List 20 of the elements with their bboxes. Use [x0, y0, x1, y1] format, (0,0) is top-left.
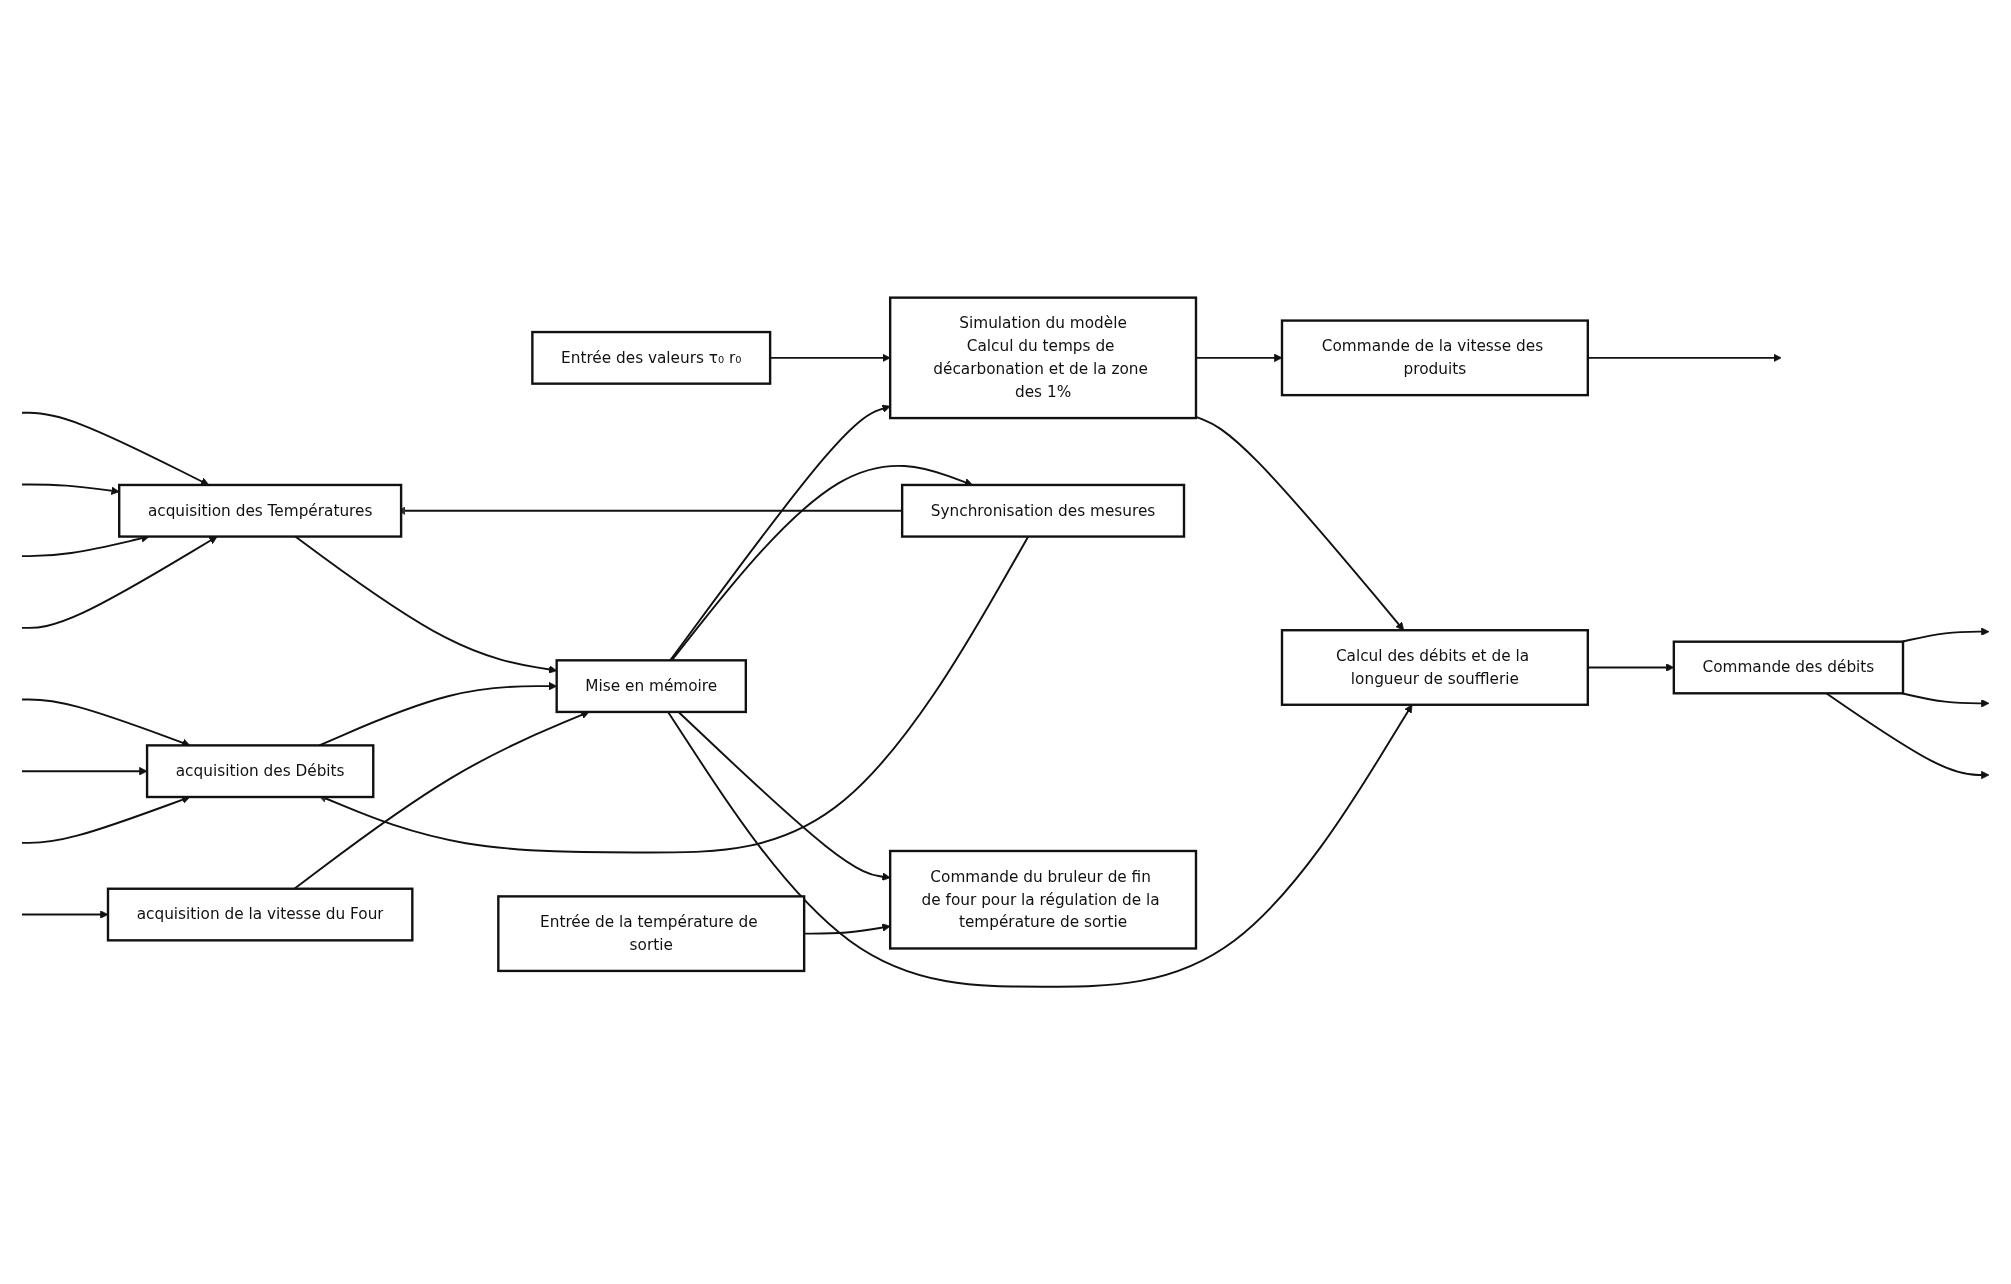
- node-box: Commande des débits: [1672, 640, 1905, 695]
- arrow: [1825, 692, 1990, 780]
- arrow: [21, 536, 218, 629]
- node-box: acquisition de la vitesse du Four: [106, 887, 414, 942]
- arrow: [1900, 692, 1990, 708]
- node-box: Calcul des débits et de la longueur de soufflerie: [1280, 628, 1589, 706]
- node-box: Commande de la vitesse des produits: [1280, 319, 1589, 397]
- node-box: Synchronisation des mesures: [900, 483, 1186, 538]
- node-box: Entrée des valeurs τ₀ r₀: [531, 330, 772, 385]
- node-box: Simulation du modèle Calcul du temps de décarbonation et de la zone des 1%: [888, 296, 1198, 420]
- arrow: [21, 483, 120, 495]
- arrow: [1195, 415, 1405, 631]
- node-box: acquisition des Températures: [118, 483, 403, 538]
- arrow: [21, 766, 148, 776]
- arrow: [1195, 353, 1283, 362]
- node-box: Mise en mémoire: [555, 658, 747, 713]
- node-box: Entrée de la température de sortie: [497, 895, 806, 972]
- node-box: acquisition des Débits: [145, 744, 375, 798]
- node-box: Commande du bruleur de fin de four pour la régulation de la température de sortie: [888, 849, 1198, 950]
- arrow: [667, 704, 1413, 988]
